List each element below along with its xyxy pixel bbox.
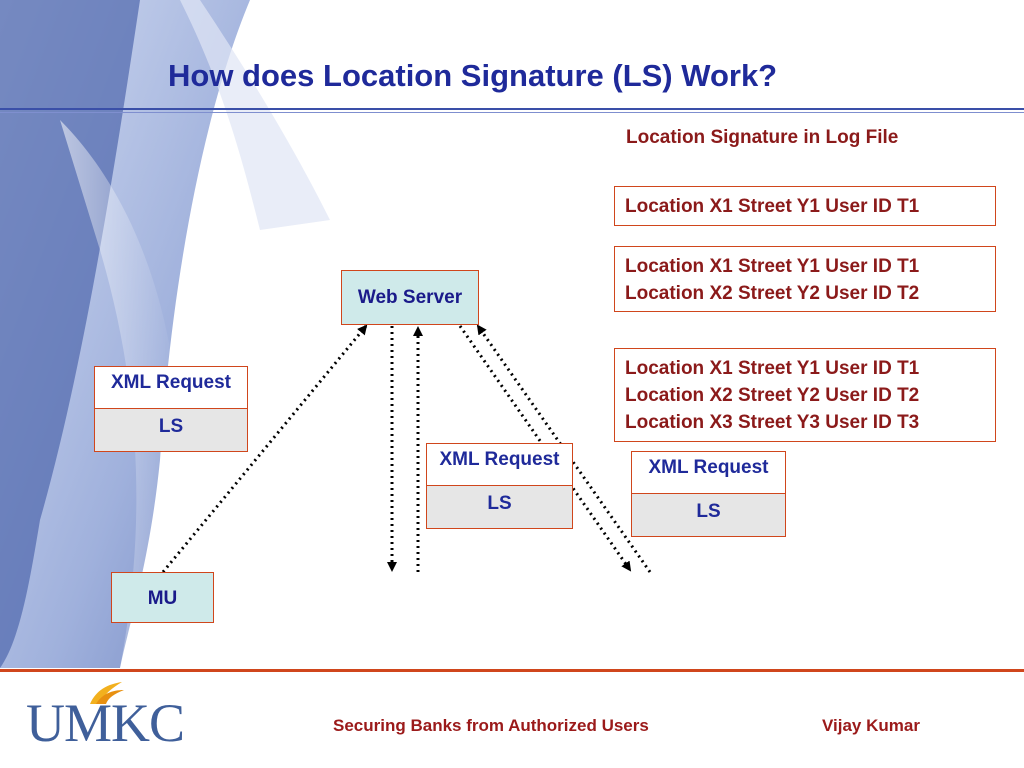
xml-request-left: XML Request LS bbox=[94, 366, 248, 452]
log-line: Location X1 Street Y1 User ID T1 bbox=[625, 256, 920, 277]
umkc-logo: UMKC bbox=[26, 693, 185, 753]
umkc-flame-icon bbox=[90, 682, 124, 704]
arrow-server-to-right bbox=[458, 325, 632, 572]
mu-box: MU bbox=[111, 572, 214, 623]
xml-request-label: XML Request bbox=[427, 444, 572, 486]
log-box-3: Location X1 Street Y1 User ID T1 Locatio… bbox=[614, 348, 996, 442]
web-server-box: Web Server bbox=[341, 270, 479, 325]
log-line: Location X1 Street Y1 User ID T1 bbox=[625, 196, 920, 217]
footer-author: Vijay Kumar bbox=[822, 716, 920, 735]
slide-title: How does Location Signature (LS) Work? bbox=[168, 58, 778, 93]
log-file-heading: Location Signature in Log File bbox=[626, 127, 899, 148]
log-box-2: Location X1 Street Y1 User ID T1 Locatio… bbox=[614, 246, 996, 312]
log-line: Location X2 Street Y2 User ID T2 bbox=[625, 385, 920, 406]
log-line: Location X3 Street Y3 User ID T3 bbox=[625, 412, 920, 433]
log-line: Location X1 Street Y1 User ID T1 bbox=[625, 358, 920, 379]
log-line: Location X2 Street Y2 User ID T2 bbox=[625, 283, 920, 304]
footer-title: Securing Banks from Authorized Users bbox=[333, 716, 649, 735]
log-box-1: Location X1 Street Y1 User ID T1 bbox=[614, 186, 996, 226]
mu-label: MU bbox=[147, 588, 178, 609]
web-server-label: Web Server bbox=[357, 287, 463, 308]
xml-request-label: XML Request bbox=[95, 367, 247, 409]
ls-label: LS bbox=[95, 409, 247, 451]
ls-label: LS bbox=[632, 494, 785, 536]
xml-request-label: XML Request bbox=[632, 452, 785, 494]
xml-request-middle: XML Request LS bbox=[426, 443, 573, 529]
ls-label: LS bbox=[427, 486, 572, 528]
arrow-mu-to-server bbox=[161, 324, 368, 573]
xml-request-right: XML Request LS bbox=[631, 451, 786, 537]
